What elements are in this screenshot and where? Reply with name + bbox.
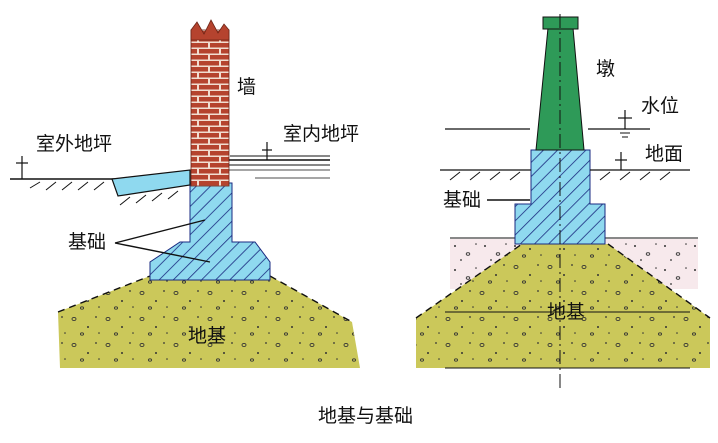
- left-apron: [111, 169, 191, 197]
- right-diagram: [415, 14, 711, 392]
- figure-caption: 地基与基础: [318, 405, 413, 427]
- left-foundation: [149, 182, 271, 281]
- label-right-foundation: 基础: [443, 189, 481, 211]
- label-indoor-floor: 室内地坪: [283, 123, 359, 145]
- label-outdoor-floor: 室外地坪: [36, 133, 112, 155]
- label-right-subgrade: 地基: [547, 301, 585, 323]
- label-ground: 地面: [645, 143, 683, 165]
- right-foundation: [514, 149, 606, 245]
- label-water-level: 水位: [641, 95, 679, 117]
- left-subgrade: [58, 276, 360, 368]
- label-left-subgrade: 地基: [188, 325, 226, 347]
- label-wall: 墙: [237, 76, 256, 98]
- right-subgrade: [416, 244, 710, 368]
- left-brick-wall: [190, 29, 230, 187]
- left-diagram: [10, 19, 360, 368]
- label-pier: 墩: [596, 58, 615, 80]
- label-left-foundation: 基础: [68, 231, 106, 253]
